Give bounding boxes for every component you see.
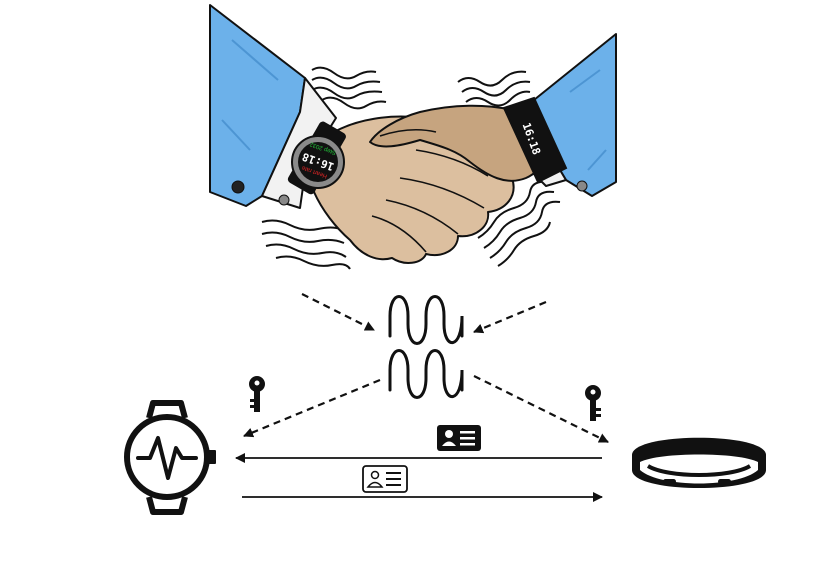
right-hand xyxy=(369,104,549,182)
vibration-lines-bottom-left xyxy=(261,219,351,270)
cufflink-icon xyxy=(231,180,245,194)
fitness-band-icon xyxy=(632,437,766,488)
dashed-arrow-left-in xyxy=(301,293,375,331)
right-wrist-band: 16:18 xyxy=(502,96,568,184)
smartwatch-icon xyxy=(124,400,216,515)
vibration-lines-bottom-right xyxy=(477,180,561,267)
dashed-arrow-to-band xyxy=(473,375,609,443)
dashed-arrow-to-smartwatch xyxy=(243,378,381,438)
key-icon-right xyxy=(585,385,601,421)
vibration-lines-top-left xyxy=(311,66,387,110)
key-icon-left xyxy=(249,376,265,412)
left-wrist-smartwatch: 16:18 Heart rate Step 2032 xyxy=(287,121,346,195)
id-card-icon-filled xyxy=(437,425,481,451)
vibration-lines-top-right xyxy=(457,70,531,107)
dashed-arrow-right-in xyxy=(473,300,547,334)
handshake-icon: 16:18 Heart rate Step 2032 16:18 xyxy=(209,4,617,270)
id-card-icon-outline xyxy=(362,465,408,493)
signal-wave-icon-bottom xyxy=(388,349,464,399)
signal-wave-icon-top xyxy=(388,295,464,345)
